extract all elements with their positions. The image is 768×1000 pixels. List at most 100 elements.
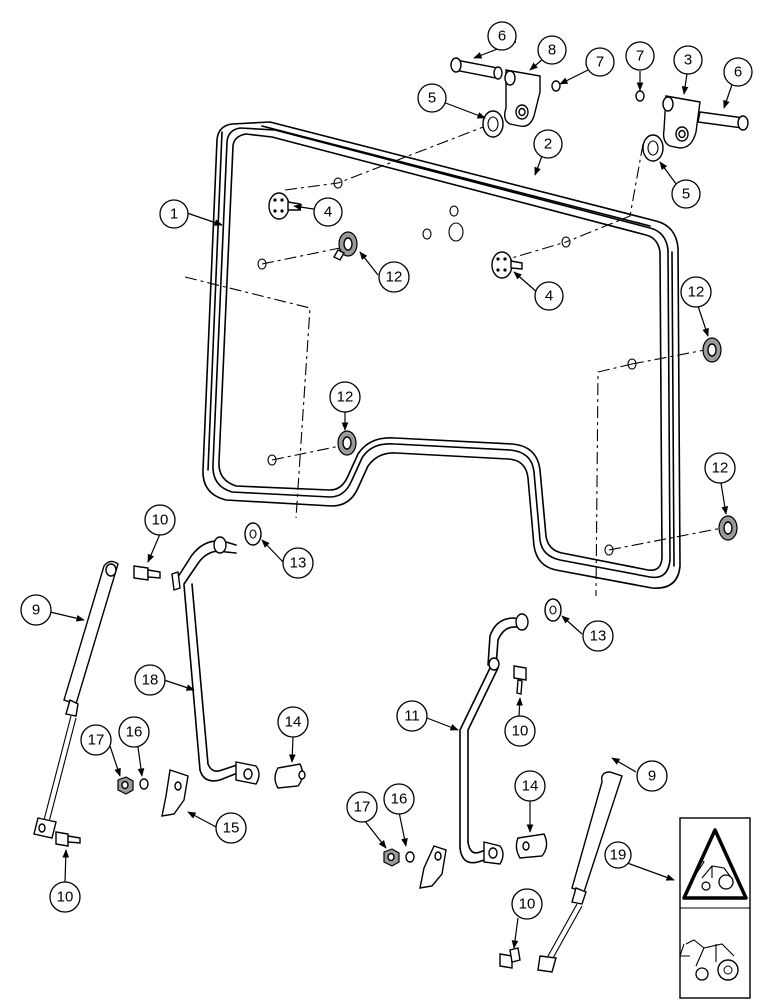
callout-16-left: 16: [118, 716, 150, 748]
svg-text:10: 10: [152, 512, 169, 529]
svg-text:16: 16: [126, 724, 143, 741]
callout-13-left: 13: [282, 547, 314, 579]
callout-12-right-upper: 12: [680, 276, 712, 308]
svg-text:5: 5: [682, 186, 690, 203]
svg-text:4: 4: [545, 288, 553, 305]
callout-9-right: 9: [636, 760, 668, 792]
callout-11: 11: [396, 700, 428, 732]
bolt-lower-left: [55, 831, 81, 847]
svg-text:3: 3: [684, 52, 692, 69]
svg-text:12: 12: [688, 284, 705, 301]
warning-decal: [679, 817, 751, 999]
svg-text:17: 17: [354, 799, 371, 816]
callout-5-left: 5: [417, 83, 447, 113]
hinge-left: [503, 69, 541, 127]
callout-10-lower-left: 10: [49, 881, 81, 913]
washer-left-top: [551, 80, 561, 92]
svg-text:10: 10: [512, 723, 529, 740]
svg-text:10: 10: [57, 889, 74, 906]
svg-text:14: 14: [522, 778, 539, 795]
svg-text:13: 13: [590, 628, 607, 645]
latch-stud-right-lower: [718, 515, 738, 541]
callout-12-left-lower: 12: [329, 381, 361, 413]
leader-lines: [49, 41, 737, 949]
washer-left-bottom: [244, 522, 262, 546]
callout-13-right: 13: [582, 620, 614, 652]
svg-text:9: 9: [32, 602, 40, 619]
rear-window-glass: [212, 127, 671, 579]
callout-18: 18: [134, 664, 166, 696]
svg-text:18: 18: [142, 672, 159, 689]
washer-small-left: [139, 778, 149, 790]
callout-1: 1: [159, 199, 189, 229]
callout-2: 2: [533, 129, 563, 159]
callout-14-right: 14: [514, 770, 546, 802]
bolt-mid-right: [513, 665, 527, 695]
latch-stud-right-upper: [702, 337, 722, 363]
window-seal: [202, 121, 681, 589]
callout-4-left: 4: [313, 197, 343, 227]
latch-stud-lower-left: [337, 430, 357, 456]
nut-right: [383, 848, 400, 867]
svg-text:14: 14: [285, 714, 302, 731]
hinge-pin-right: [697, 111, 749, 131]
bolt-upper-left: [133, 565, 161, 581]
hinge-pin-left: [450, 57, 503, 80]
callout-19: 19: [604, 841, 632, 869]
clamp-right: [491, 251, 523, 279]
callout-15: 15: [215, 812, 247, 844]
latch-stud-upper-left: [333, 231, 358, 261]
svg-text:16: 16: [391, 791, 408, 808]
svg-text:19: 19: [610, 847, 627, 864]
svg-text:12: 12: [337, 389, 354, 406]
callout-3: 3: [673, 45, 703, 75]
svg-text:5: 5: [428, 90, 436, 107]
support-rod-right: [459, 613, 529, 865]
svg-text:6: 6: [734, 64, 742, 81]
glass-holes: [257, 177, 637, 556]
hinge-right: [662, 95, 701, 149]
rubber-pad-left: [274, 763, 306, 789]
svg-text:12: 12: [712, 460, 729, 477]
svg-text:13: 13: [290, 555, 307, 572]
callout-4-right: 4: [534, 281, 564, 311]
svg-text:9: 9: [648, 768, 656, 785]
svg-text:4: 4: [324, 204, 332, 221]
svg-text:1: 1: [170, 206, 178, 223]
callout-6-right: 6: [723, 57, 753, 87]
callout-9-left: 9: [20, 594, 52, 626]
callout-12-right-lower: 12: [704, 452, 736, 484]
callout-10-mid-right: 10: [504, 715, 536, 747]
support-rod-left: [171, 536, 260, 785]
rubber-pad-right: [515, 833, 548, 859]
svg-text:15: 15: [223, 820, 240, 837]
warning-triangle-icon: [682, 828, 748, 900]
tractor-loader-icon: [679, 939, 739, 981]
svg-text:8: 8: [548, 42, 556, 59]
washer-right-bottom: [544, 598, 562, 622]
svg-text:7: 7: [636, 48, 644, 65]
svg-text:17: 17: [88, 732, 105, 749]
callout-10-upper-left: 10: [144, 504, 176, 536]
callout-14-left: 14: [277, 706, 309, 738]
callout-12-top: 12: [378, 261, 410, 293]
svg-text:11: 11: [404, 708, 420, 725]
callout-5-right: 5: [671, 179, 701, 209]
spacer-left: [482, 110, 504, 138]
callout-8: 8: [537, 35, 567, 65]
callout-17-right: 17: [346, 791, 378, 823]
svg-text:2: 2: [544, 136, 552, 153]
bracket-right: [419, 845, 447, 889]
bolt-lower-right: [499, 947, 521, 969]
callout-6-left: 6: [487, 21, 517, 51]
gas-strut-right: [537, 771, 623, 973]
callout-17-left: 17: [80, 724, 112, 756]
nut-left: [117, 776, 134, 795]
svg-text:7: 7: [596, 54, 604, 71]
svg-text:6: 6: [498, 28, 506, 45]
callout-7-left: 7: [585, 47, 615, 77]
washer-small-right: [405, 851, 415, 863]
spacer-right: [642, 134, 664, 162]
gas-strut-left: [33, 560, 119, 839]
